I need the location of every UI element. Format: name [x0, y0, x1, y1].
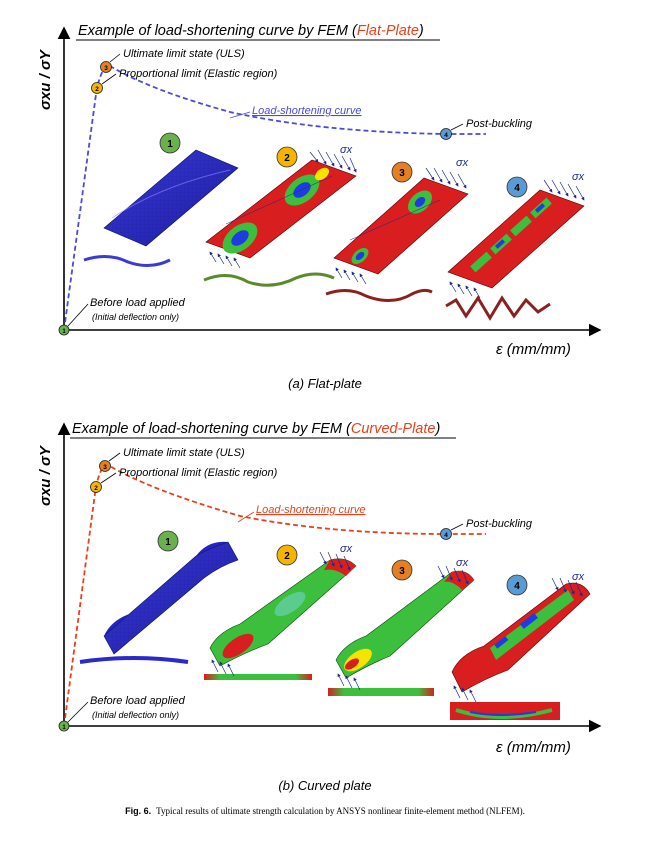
panel-a: Example of load-shortening curve by FEM … [37, 23, 602, 391]
panel-b-uls-label: Ultimate limit state (ULS) [123, 447, 245, 459]
svg-text:4: 4 [514, 183, 520, 194]
panel-a-marker-2: 2 [91, 82, 103, 94]
svg-text:2: 2 [284, 551, 290, 562]
figure-caption: Fig. 6.Typical results of ultimate stren… [125, 806, 525, 816]
panel-a-caption: (a) Flat-plate [288, 376, 362, 391]
panel-b-sigma-label-3: σx [456, 557, 469, 569]
panel-a-marker-4: 4 [440, 128, 452, 140]
svg-text:3: 3 [399, 566, 405, 577]
svg-text:1: 1 [167, 139, 173, 150]
panel-a-title: Example of load-shortening curve by FEM … [78, 23, 424, 39]
svg-text:3: 3 [399, 168, 405, 179]
svg-text:4: 4 [514, 581, 520, 592]
panel-a-state-badge-2: 2 [276, 146, 298, 168]
svg-text:2: 2 [94, 485, 98, 492]
panel-a-x-axis-label: ε (mm/mm) [496, 341, 571, 358]
panel-a-y-axis-label: σxu / σY [37, 48, 54, 110]
panel-b-plate-4: σx [450, 571, 591, 720]
svg-text:1: 1 [62, 329, 66, 335]
panel-a-plate-2: σx [203, 144, 357, 287]
panel-a-curve-label: Load-shortening curve [252, 105, 361, 117]
panel-a-plate-1 [83, 149, 239, 267]
panel-b-sigma-label-4: σx [572, 571, 585, 583]
panel-a-state-badge-4: 4 [506, 176, 528, 198]
panel-a-state-badge-3: 3 [391, 161, 413, 183]
svg-text:3: 3 [104, 65, 108, 72]
panel-b-marker-1: 1 [58, 720, 70, 732]
panel-b: Example of load-shortening curve by FEM … [37, 421, 602, 793]
panel-b-plate-1 [79, 541, 239, 664]
svg-text:2: 2 [284, 153, 290, 164]
svg-text:1: 1 [62, 725, 66, 731]
panel-a-plate-3: σx [325, 157, 469, 302]
panel-b-state-badge-4: 4 [506, 574, 528, 596]
panel-b-state-badge-1: 1 [157, 530, 179, 552]
panel-a-state-badge-1: 1 [159, 132, 181, 154]
panel-b-load-shortening-curve [63, 463, 486, 727]
panel-b-curve-label: Load-shortening curve [256, 504, 365, 516]
panel-b-initial-deflection-label: (Initial deflection only) [92, 710, 179, 720]
panel-b-sigma-label-2: σx [340, 543, 353, 555]
panel-a-sigma-label-3: σx [456, 157, 469, 169]
panel-b-y-axis-label: σxu / σY [37, 444, 54, 506]
panel-b-state-badge-3: 3 [391, 559, 413, 581]
panel-a-post-buckling-label: Post-buckling [466, 118, 533, 130]
panel-b-before-load-label: Before load applied [90, 695, 186, 707]
panel-b-plate-2: σx [204, 543, 357, 680]
panel-b-state-badge-2: 2 [276, 544, 298, 566]
panel-a-sigma-label-4: σx [572, 171, 585, 183]
panel-b-plate-3: σx [328, 557, 475, 696]
panel-b-x-axis-label: ε (mm/mm) [496, 739, 571, 756]
svg-text:1: 1 [165, 537, 171, 548]
panel-b-caption: (b) Curved plate [278, 778, 371, 793]
panel-a-marker-1: 1 [58, 324, 70, 336]
panel-a-plate-4: σx [445, 171, 585, 321]
panel-a-uls-label: Ultimate limit state (ULS) [123, 48, 245, 60]
svg-text:3: 3 [103, 464, 107, 471]
panel-b-marker-3: 3 [99, 460, 111, 472]
panel-b-proportional-label: Proportional limit (Elastic region) [119, 467, 278, 479]
panel-b-post-buckling-label: Post-buckling [466, 518, 533, 530]
panel-a-proportional-label: Proportional limit (Elastic region) [119, 68, 278, 80]
svg-text:2: 2 [95, 86, 99, 93]
panel-a-marker-3: 3 [100, 61, 112, 73]
svg-text:4: 4 [444, 132, 448, 139]
panel-a-sigma-label-2: σx [340, 144, 353, 156]
panel-b-marker-4: 4 [440, 528, 452, 540]
panel-a-before-load-label: Before load applied [90, 297, 186, 309]
panel-b-title: Example of load-shortening curve by FEM … [72, 421, 440, 437]
panel-b-marker-2: 2 [90, 481, 102, 493]
panel-a-initial-deflection-label: (Initial deflection only) [92, 312, 179, 322]
svg-text:4: 4 [444, 532, 448, 539]
